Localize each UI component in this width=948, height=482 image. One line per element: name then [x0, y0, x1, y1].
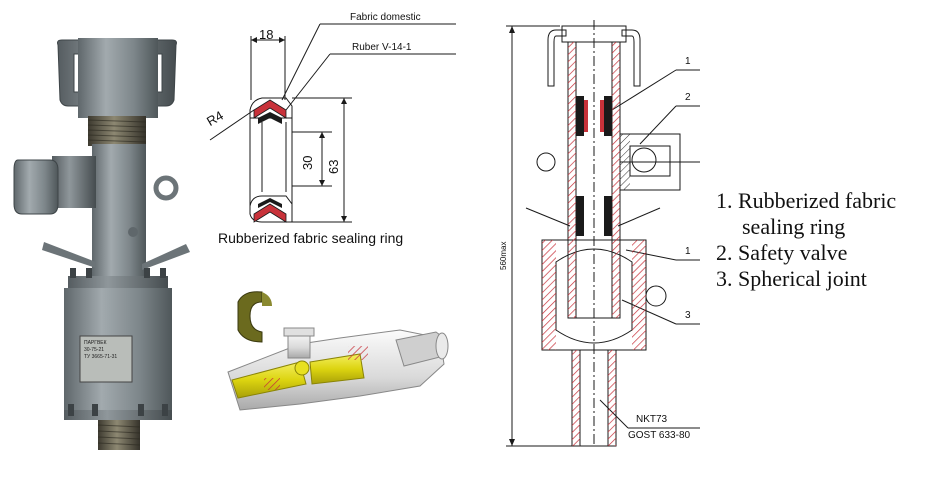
legend: 1. Rubberized fabric sealing ring 2. Saf…	[716, 188, 896, 292]
dim-width-label: 18	[259, 27, 274, 42]
pipe-label-nkt: NKT73	[636, 414, 668, 425]
legend-item-3: 3. Spherical joint	[716, 266, 867, 291]
callout-1-top: 1	[685, 56, 691, 67]
nameplate-line: 30-75-21	[84, 347, 105, 353]
callout-2: 2	[685, 92, 691, 103]
nameplate: ПАРГВЕК 30-75-21 ТУ 3665-71-31	[84, 340, 130, 361]
dim-outer-label: 63	[326, 159, 341, 174]
ring-caption: Rubberized fabric sealing ring	[218, 230, 404, 246]
callout-3: 3	[685, 310, 691, 321]
nameplate-line: ТУ 3665-71-31	[84, 354, 118, 360]
dim-inner-label: 30	[300, 155, 315, 170]
pipe-label-gost: GOST 633-80	[628, 430, 691, 441]
legend-item-1: 1. Rubberized fabric	[716, 188, 897, 213]
height-dim-label: 560max	[499, 241, 508, 270]
legend-item-2: 2. Safety valve	[716, 240, 848, 265]
legend-item-1-cont: sealing ring	[742, 214, 846, 239]
material-fabric-label: Fabric domestic	[350, 12, 421, 23]
material-rubber-label: Ruber V-14-1	[352, 42, 412, 53]
nameplate-line: ПАРГВЕК	[84, 340, 107, 346]
callout-1-bottom: 1	[685, 246, 691, 257]
